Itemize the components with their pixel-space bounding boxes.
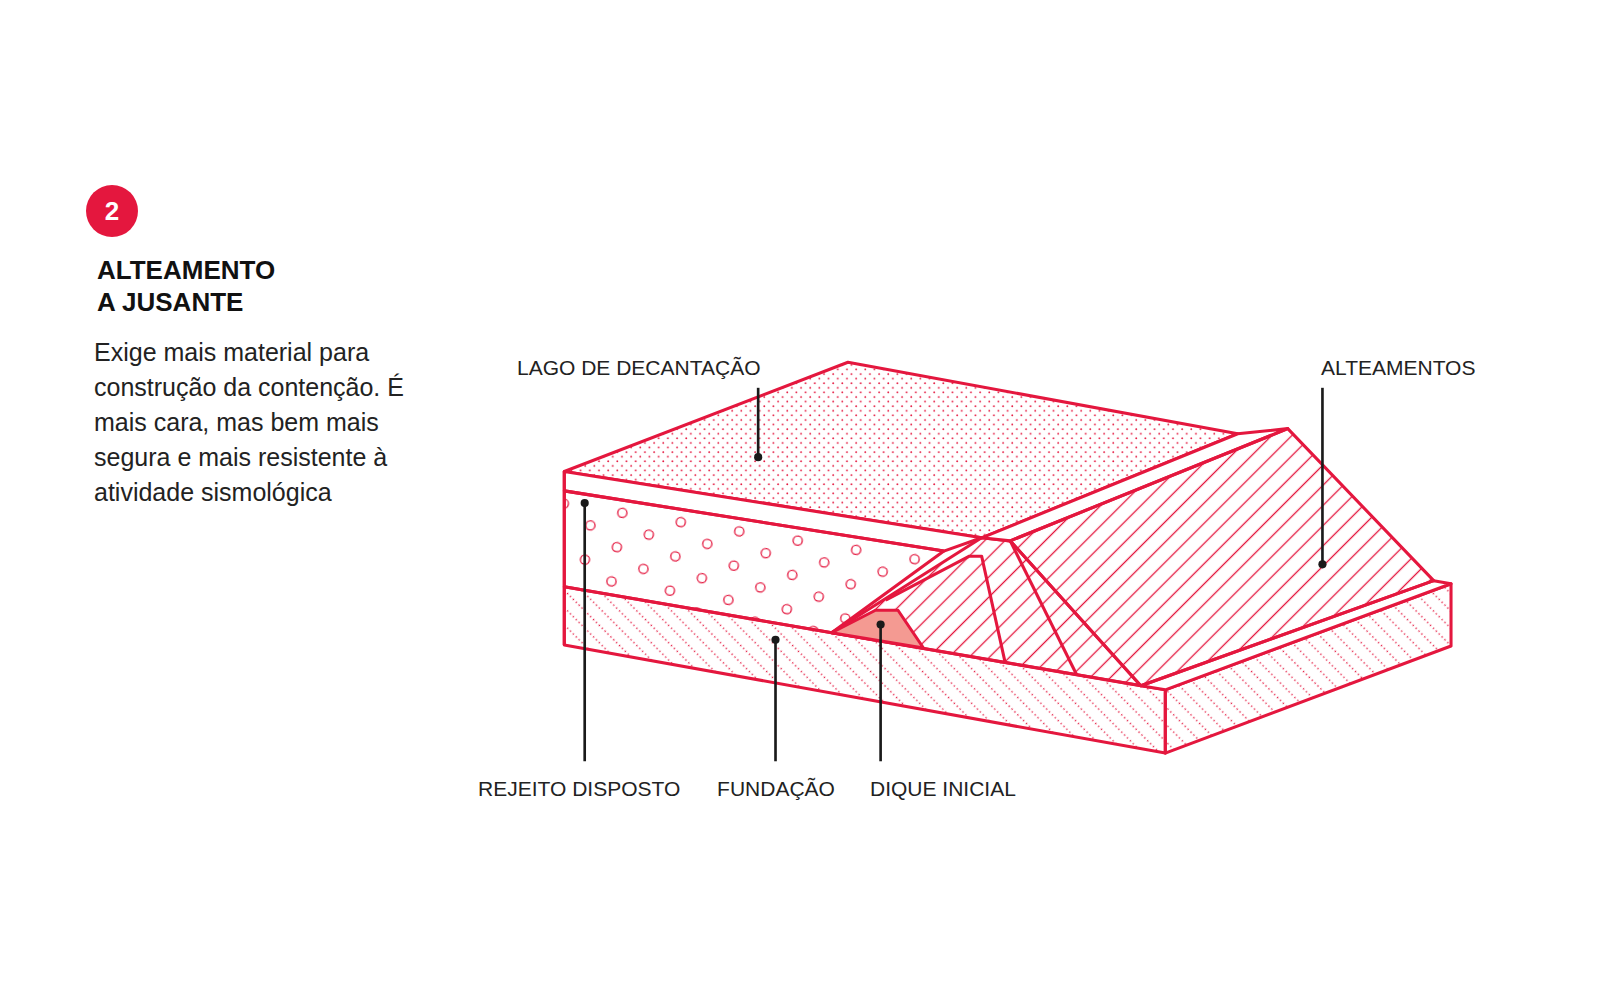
part-label: FUNDAÇÃO xyxy=(717,776,835,801)
leader-line xyxy=(1321,388,1324,565)
part-label: DIQUE INICIAL xyxy=(870,776,1016,801)
caption-text: Exige mais material para construção da c… xyxy=(94,335,414,510)
block-edge xyxy=(563,471,566,644)
leader-lines xyxy=(581,388,1327,761)
leader-line xyxy=(774,640,777,761)
callout-circle: 2 xyxy=(86,185,138,237)
part-label: ALTEAMENTOS xyxy=(1321,355,1475,380)
starter-dike xyxy=(832,610,924,648)
circle-fill xyxy=(86,185,138,237)
leader-dot xyxy=(877,620,885,628)
raise-line xyxy=(886,556,1005,662)
leader-dot xyxy=(581,499,589,507)
leader-line xyxy=(757,388,760,457)
dam-block xyxy=(564,362,1451,753)
leader-line xyxy=(879,625,882,762)
dam-slope xyxy=(1010,429,1433,686)
leader-dot xyxy=(1318,560,1326,568)
heading: ALTEAMENTO A JUSANTE xyxy=(97,254,297,318)
part-label: LAGO DE DECANTAÇÃO xyxy=(517,355,761,380)
leader-dot xyxy=(771,636,779,644)
leader-line xyxy=(583,503,586,761)
leader-dot xyxy=(754,453,762,461)
callout-number: 2 xyxy=(105,196,119,227)
raise-line xyxy=(1010,541,1076,675)
part-label: REJEITO DISPOSTO xyxy=(478,776,680,801)
